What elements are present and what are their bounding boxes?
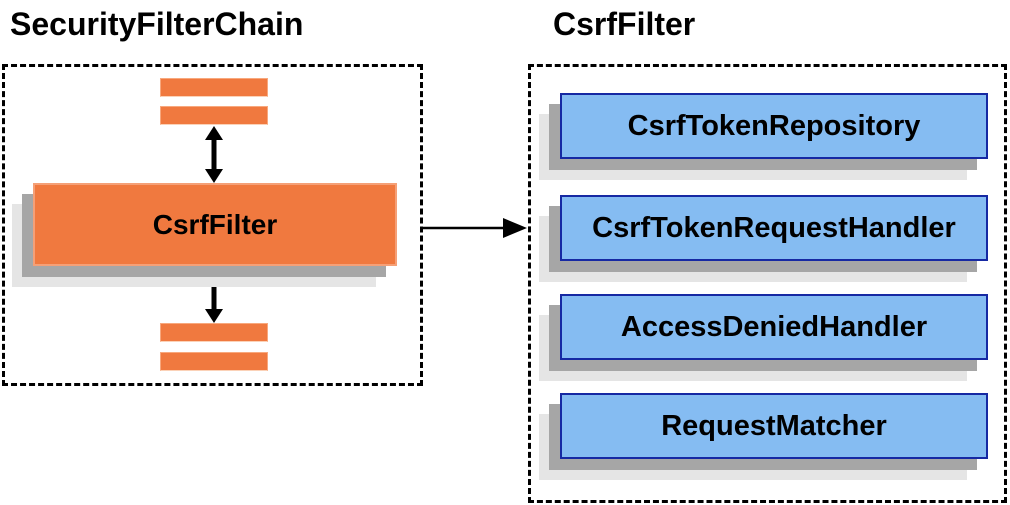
filter-placeholder-bar (160, 323, 268, 342)
filter-placeholder-bar (160, 352, 268, 371)
csrf-filter-title: CsrfFilter (553, 6, 696, 42)
security-filter-chain-title: SecurityFilterChain (10, 6, 304, 42)
double-headed-arrow-icon (205, 126, 223, 183)
component-box-request-matcher: RequestMatcher (560, 393, 988, 459)
component-box-csrf-token-request-handler: CsrfTokenRequestHandler (560, 195, 988, 261)
double-headed-arrow-icon (205, 266, 223, 323)
csrf-filter-components-panel (528, 64, 1007, 503)
filter-placeholder-bar (160, 78, 268, 97)
filter-placeholder-bar (160, 106, 268, 125)
component-box-csrf-token-repository: CsrfTokenRepository (560, 93, 988, 159)
right-arrow-icon (423, 218, 527, 238)
component-box-access-denied-handler: AccessDeniedHandler (560, 294, 988, 360)
security-filter-chain-panel (2, 64, 423, 386)
csrf-filter-box: CsrfFilter (33, 183, 397, 266)
